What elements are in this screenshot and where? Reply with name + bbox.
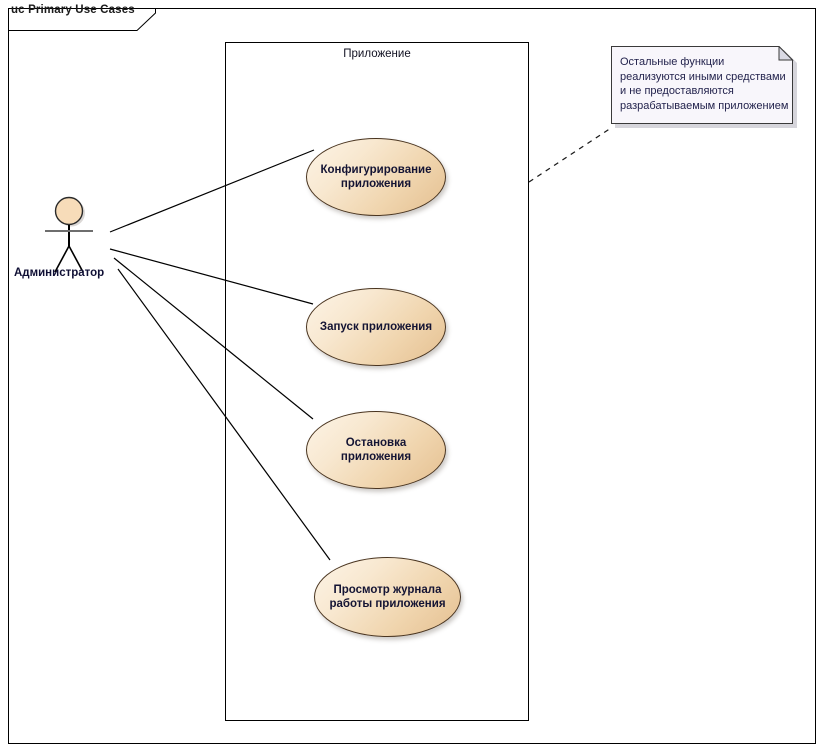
note-folded-corner-icon [611, 46, 797, 128]
use-case-view-log[interactable]: Просмотр журнала работы приложения [314, 557, 461, 637]
use-case-start-label: Запуск приложения [319, 321, 433, 333]
stick-figure-actor-icon [45, 196, 93, 273]
frame-tab-shape-icon [8, 8, 156, 31]
diagram-frame [8, 8, 816, 744]
frame-title-tab[interactable] [8, 8, 156, 31]
frame-title-label: uc Primary Use Cases [11, 4, 135, 16]
use-case-configure[interactable]: Конфигурирование приложения [306, 138, 446, 216]
actor-administrator[interactable] [24, 180, 144, 290]
use-case-stop[interactable]: Остановка приложения [306, 411, 446, 489]
actor-label: Администратор [14, 267, 105, 279]
note-text: Остальные функции реализуются иными сред… [620, 56, 789, 112]
system-boundary-label: Приложение [343, 48, 411, 60]
note-box[interactable]: Остальные функции реализуются иными сред… [611, 46, 797, 128]
use-case-configure-label: Конфигурирование приложения [320, 164, 432, 190]
use-case-view-log-label: Просмотр журнала работы приложения [329, 584, 446, 610]
use-case-stop-label: Остановка приложения [340, 437, 412, 463]
use-case-start[interactable]: Запуск приложения [306, 288, 446, 366]
